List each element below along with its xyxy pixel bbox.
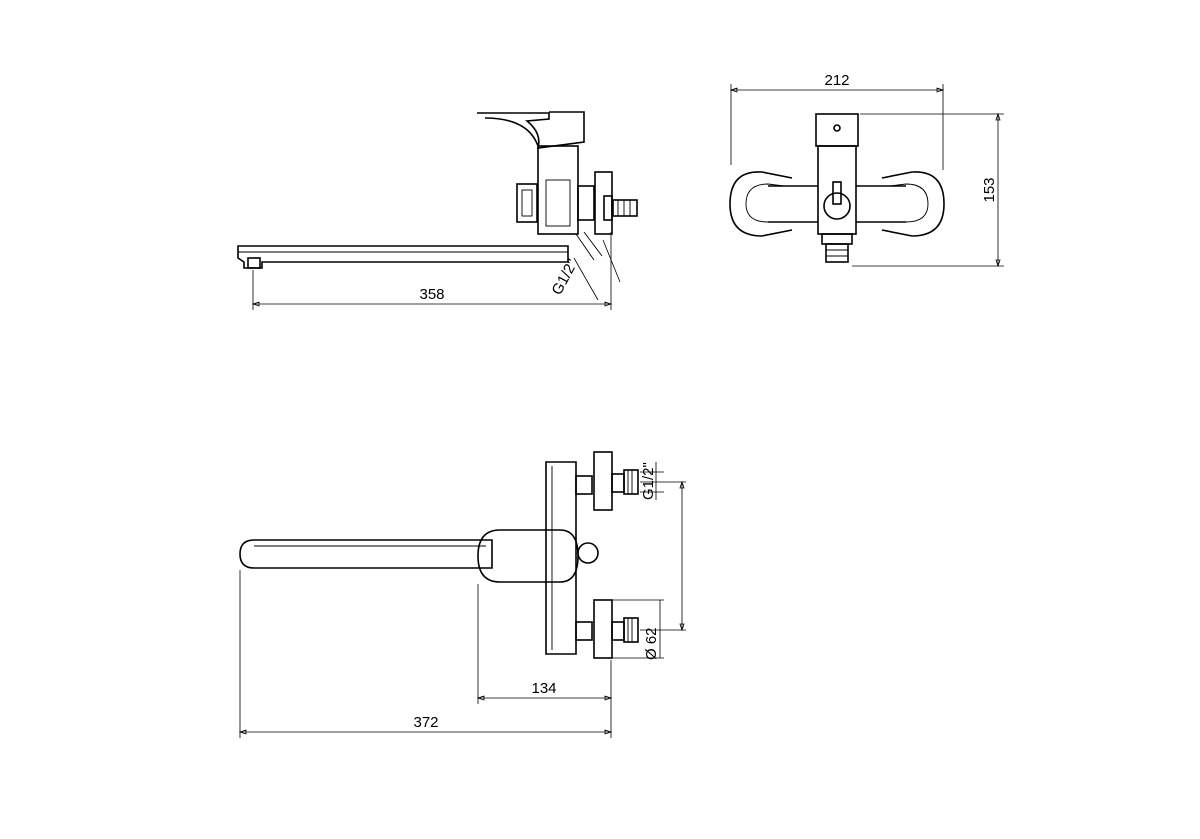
side-length-label: 358 [419,286,444,303]
front-body [817,145,857,235]
top-view: G1/2" Ø 62 134 372 [238,451,686,738]
front-view: 212 153 [729,72,1004,268]
top-body-label: 134 [531,680,556,697]
front-height-label: 153 [981,177,998,202]
top-thread-label: G1/2" [640,462,657,500]
top-body [545,461,577,655]
top-length-label: 372 [413,714,438,731]
top-upper-flange [593,451,613,511]
side-lever [477,111,585,149]
side-spout [237,245,569,269]
front-right-flange [881,171,945,237]
top-eccentric-label: Ø 62 [643,627,660,660]
top-lever [477,529,579,583]
front-width-label: 212 [824,72,849,89]
side-body [537,145,579,235]
top-spout [239,539,493,569]
front-left-flange [729,171,793,237]
side-view: G1/2" 358 [237,111,638,310]
front-knob [823,192,851,220]
top-lower-flange [593,599,613,659]
front-lever [815,113,859,147]
